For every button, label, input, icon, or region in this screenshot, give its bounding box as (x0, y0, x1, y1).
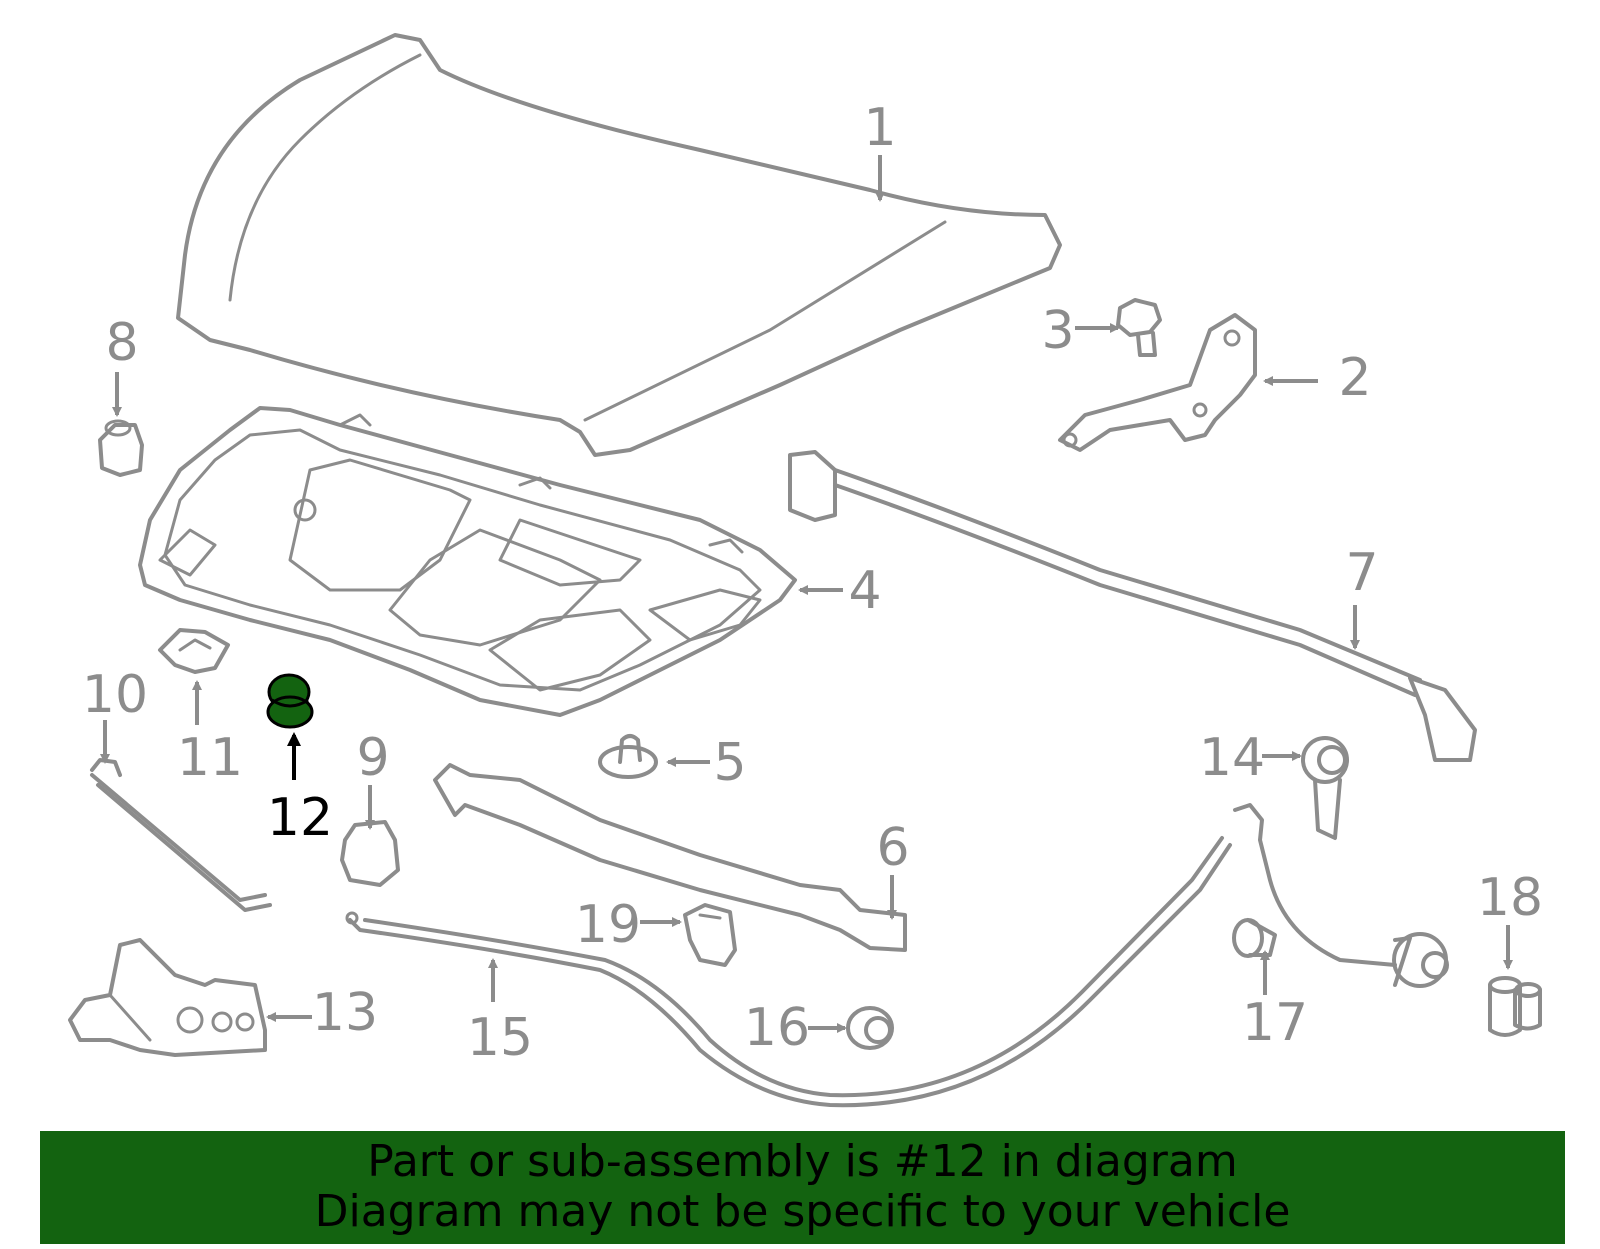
part-9-bumper (340, 820, 400, 887)
callout-4: 4 (848, 561, 881, 621)
callout-10: 10 (82, 665, 148, 725)
part-7-strip (788, 450, 1477, 762)
callout-8: 8 (105, 313, 138, 373)
part-11-clip (158, 628, 230, 674)
banner-line-2: Diagram may not be specific to your vehi… (314, 1186, 1291, 1237)
part-2-hinge (1058, 313, 1257, 452)
part-17-clip (1232, 918, 1277, 958)
callout-12: 12 (267, 788, 333, 848)
cable-end (1392, 932, 1449, 988)
part-19-connector (683, 903, 737, 967)
part-8-bumper (98, 419, 144, 477)
callout-19: 19 (575, 895, 641, 955)
part-4-insulator (138, 406, 797, 717)
callout-5: 5 (713, 733, 746, 793)
part-1-hood (176, 33, 1062, 457)
callout-2: 2 (1338, 348, 1371, 408)
callout-11: 11 (177, 728, 243, 788)
callout-7: 7 (1345, 543, 1378, 603)
callout-16: 16 (744, 998, 810, 1058)
callout-18: 18 (1477, 868, 1543, 928)
callout-13: 13 (312, 983, 378, 1043)
part-14-handle (1301, 736, 1349, 840)
part-5-clip (598, 734, 658, 779)
callout-6: 6 (876, 818, 909, 878)
part-13-latch (68, 938, 267, 1057)
banner-line-1: Part or sub-assembly is #12 in diagram (367, 1136, 1238, 1187)
callout-14: 14 (1199, 728, 1265, 788)
part-15-cable (345, 803, 1397, 1108)
callout-3: 3 (1041, 301, 1074, 361)
part-3-bolt (1116, 298, 1162, 357)
part-12-plug (266, 673, 314, 729)
parts-diagram: 1 2 3 4 5 6 7 8 9 10 11 12 13 14 15 16 1… (68, 33, 1543, 1108)
part-18-spacer (1488, 976, 1542, 1037)
callout-1: 1 (863, 98, 896, 158)
callout-9: 9 (356, 728, 389, 788)
info-banner: Part or sub-assembly is #12 in diagram D… (40, 1131, 1565, 1244)
part-6-seal (433, 763, 907, 952)
callout-17: 17 (1242, 993, 1308, 1053)
part-16-grommet (846, 1006, 894, 1050)
callout-15: 15 (467, 1008, 533, 1068)
